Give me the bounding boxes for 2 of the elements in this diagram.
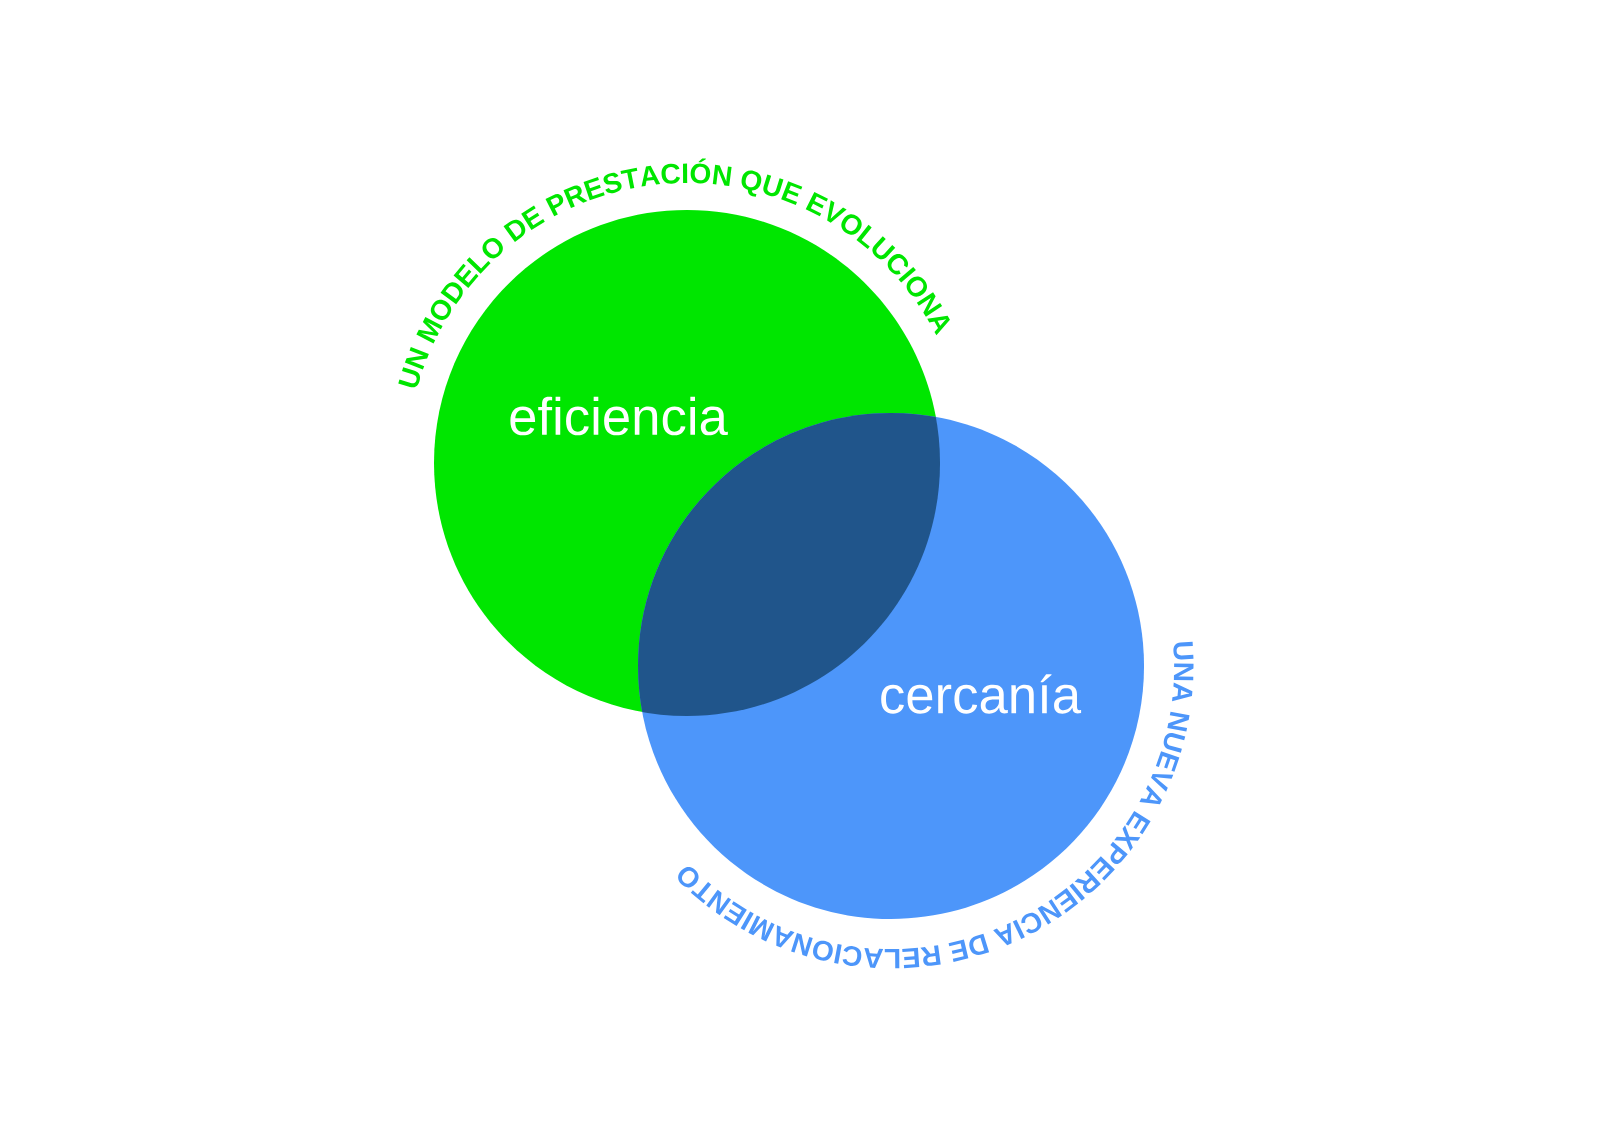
circle-label: eficiencia [510,396,728,436]
circle-label: cercanía [881,674,1082,714]
